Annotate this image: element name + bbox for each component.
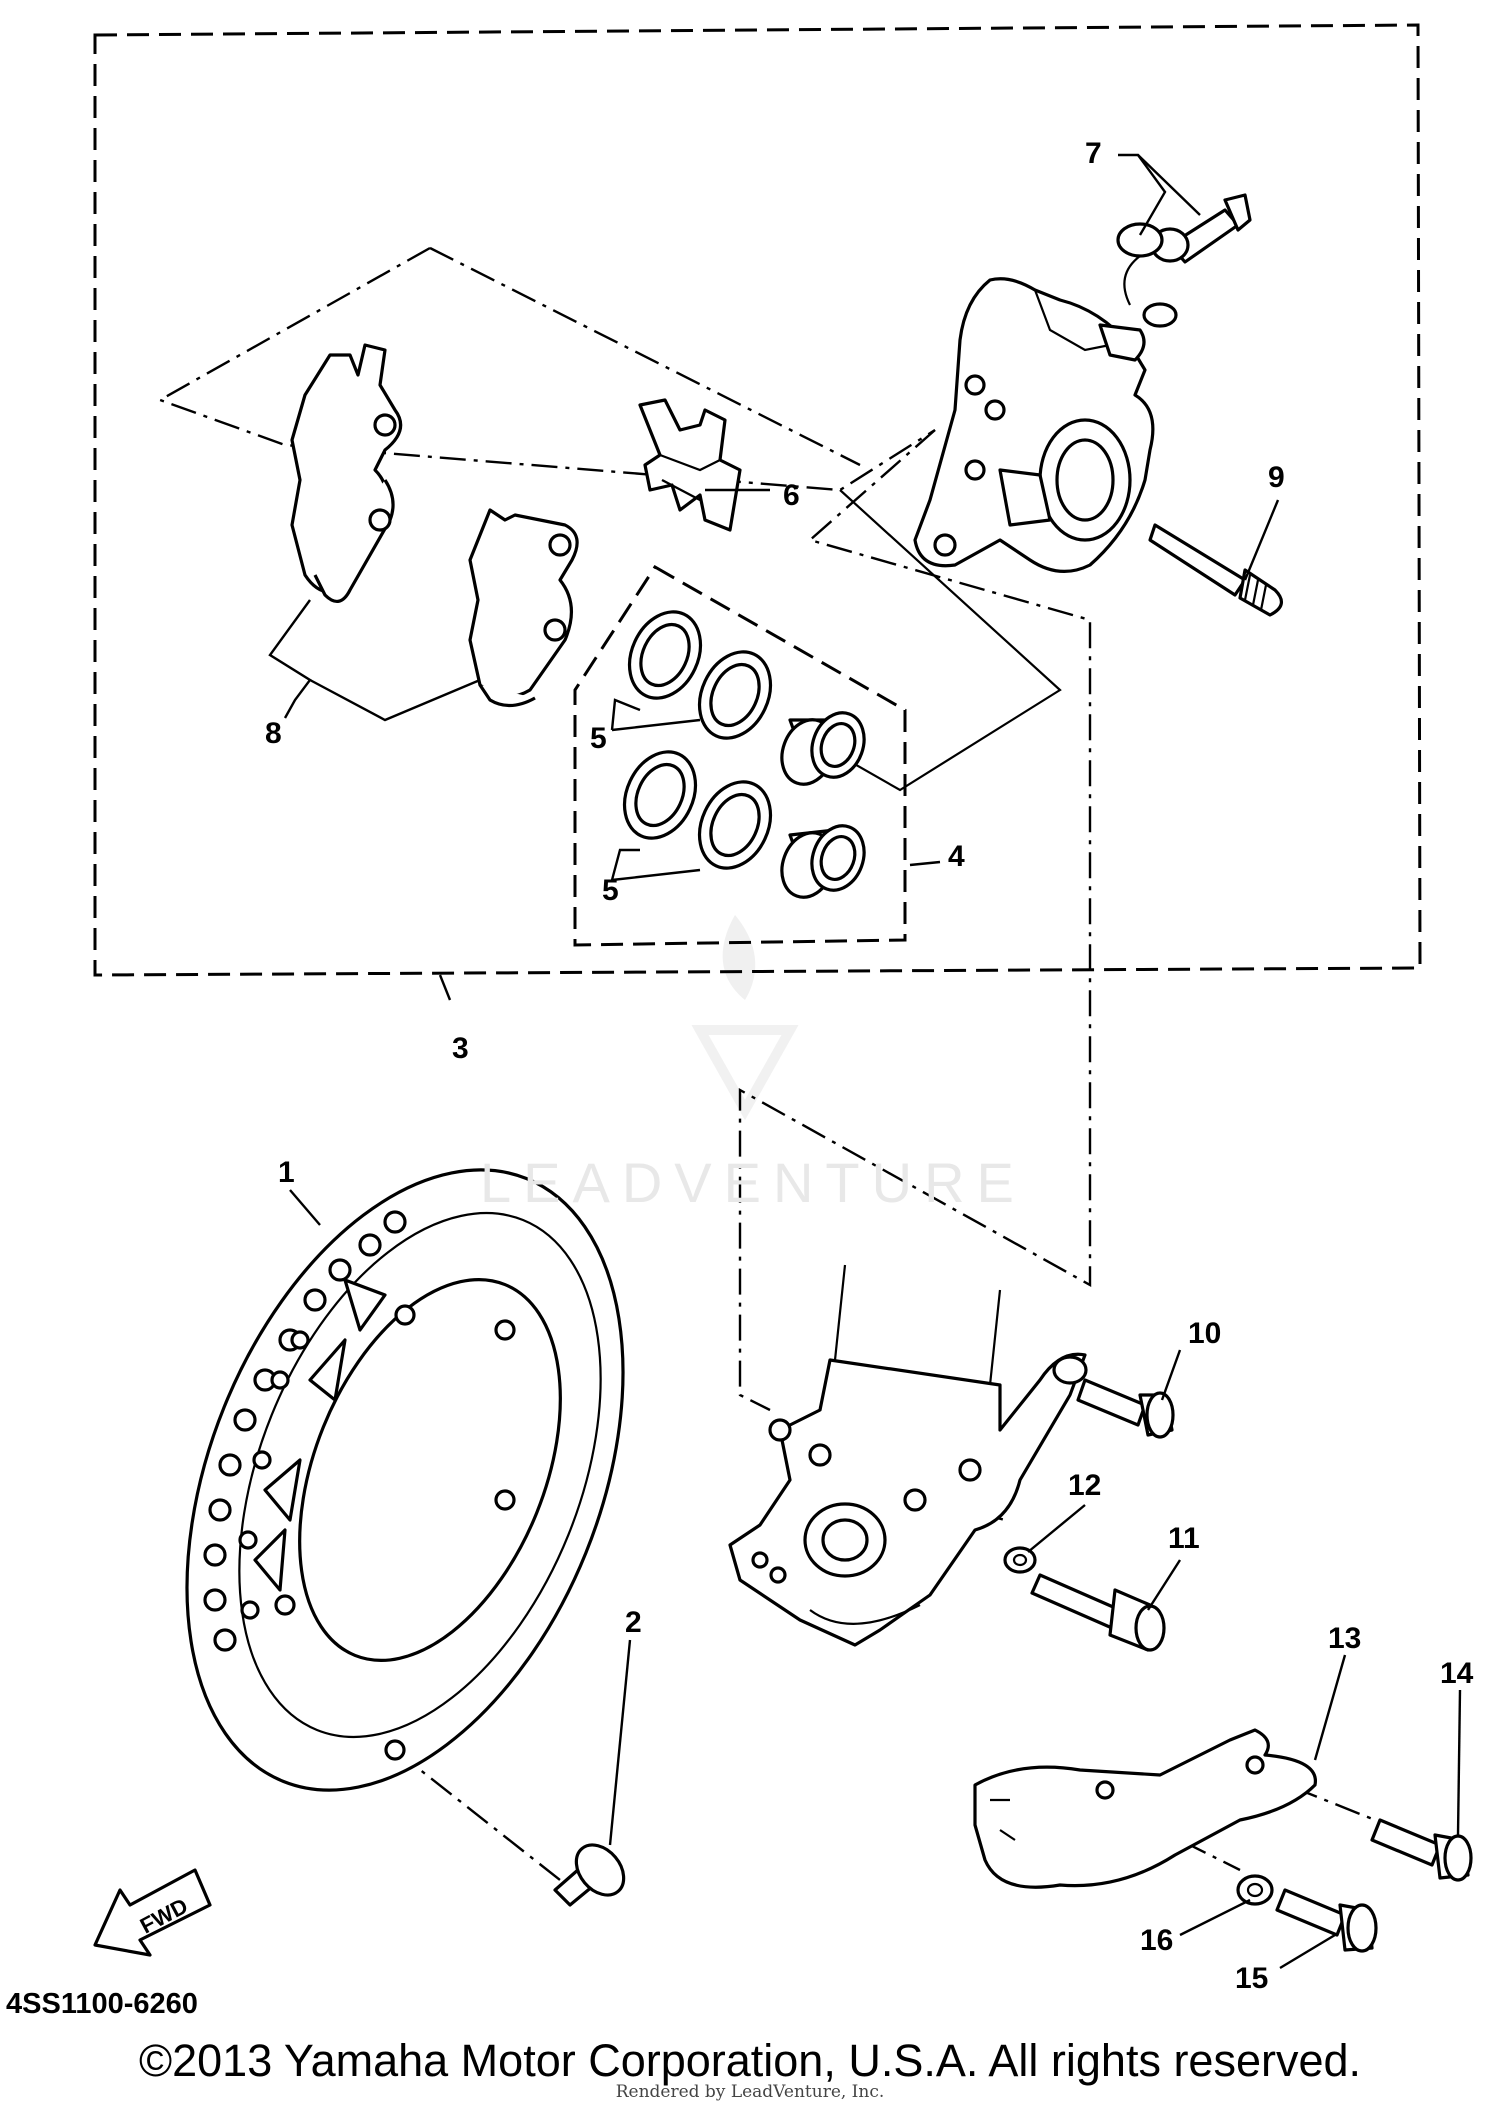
fork-caliper-bracket bbox=[728, 1264, 1088, 1647]
piston-seals bbox=[622, 610, 773, 870]
pad-pin bbox=[1148, 523, 1283, 617]
pad-spring-clip bbox=[638, 398, 742, 532]
fwd-arrow-icon: FWD bbox=[93, 1868, 212, 1957]
callout-1: 1 bbox=[278, 1156, 295, 1189]
callout-9: 9 bbox=[1268, 461, 1285, 494]
callout-5a: 5 bbox=[590, 722, 607, 755]
diagram-code: 4SS1100-6260 bbox=[6, 1988, 198, 2020]
callout-12: 12 bbox=[1068, 1469, 1101, 1502]
callout-6: 6 bbox=[783, 479, 800, 512]
callout-13: 13 bbox=[1328, 1622, 1361, 1655]
washer-16 bbox=[1236, 1874, 1274, 1906]
callout-10: 10 bbox=[1188, 1317, 1221, 1350]
callout-4: 4 bbox=[948, 840, 965, 873]
callout-14: 14 bbox=[1440, 1657, 1474, 1690]
bolt-14 bbox=[1370, 1818, 1473, 1882]
brake-pad-right bbox=[468, 508, 579, 708]
bolt-10 bbox=[1076, 1378, 1175, 1439]
piston-kit-box bbox=[573, 564, 907, 947]
disc-bolt bbox=[553, 1843, 626, 1907]
leadventure-watermark-logo bbox=[691, 915, 799, 1121]
rendered-by-notice: Rendered by LeadVenture, Inc. bbox=[615, 2082, 885, 2102]
callout-5b: 5 bbox=[602, 874, 619, 907]
bolt-11 bbox=[1030, 1573, 1166, 1652]
disc-holes bbox=[203, 1210, 407, 1652]
callout-7: 7 bbox=[1085, 137, 1102, 170]
caliper-assembly-box bbox=[93, 23, 1422, 977]
callout-15: 15 bbox=[1235, 1962, 1268, 1995]
watermark-text: LEADVENTURE bbox=[480, 1151, 1026, 1214]
callout-8: 8 bbox=[265, 717, 282, 750]
leader-lines bbox=[268, 153, 1462, 1970]
copyright-notice: ©2013 Yamaha Motor Corporation, U.S.A. A… bbox=[138, 2035, 1362, 2086]
assembly-lines bbox=[157, 246, 1401, 1881]
brake-pad-left bbox=[290, 343, 403, 603]
washer-12 bbox=[1003, 1546, 1037, 1574]
callout-16: 16 bbox=[1140, 1924, 1173, 1957]
callout-2: 2 bbox=[625, 1606, 642, 1639]
bleed-screw bbox=[1116, 193, 1252, 328]
brake-caliper-body bbox=[913, 277, 1155, 574]
callout-3: 3 bbox=[452, 1032, 469, 1065]
brake-disc bbox=[185, 1168, 625, 1792]
bolt-15 bbox=[1275, 1888, 1378, 1953]
callout-numbers: 1 2 3 4 5 5 6 7 8 9 10 11 12 13 14 15 16 bbox=[265, 137, 1474, 1995]
callout-11: 11 bbox=[1168, 1522, 1200, 1555]
disc-guard bbox=[973, 1728, 1317, 1889]
caliper-pistons bbox=[780, 711, 866, 899]
